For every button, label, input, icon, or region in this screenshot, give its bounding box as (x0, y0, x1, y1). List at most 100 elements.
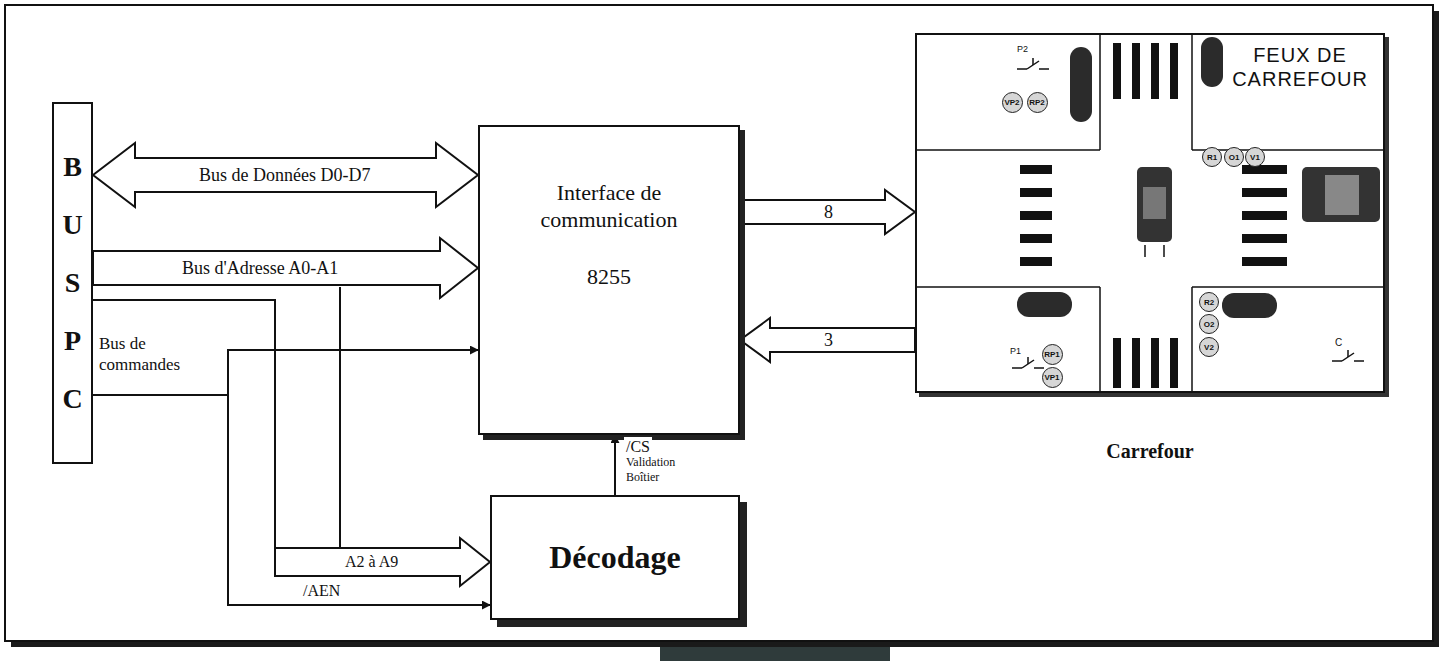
sidewalk-post (1201, 37, 1223, 87)
bus-arrow-outline (93, 143, 478, 207)
light-circle: O1 (1224, 147, 1244, 167)
car (1137, 167, 1172, 242)
road-edge (917, 286, 1100, 288)
node-label: VP2 (1004, 98, 1019, 107)
bus-arrow-outline (275, 538, 490, 586)
node-label: V2 (1204, 343, 1214, 352)
car-detail (1144, 245, 1146, 257)
drawing-stroke (1032, 58, 1034, 65)
road-edge (1099, 35, 1101, 150)
sidewalk-post (1222, 293, 1277, 318)
zebra-bar (1020, 211, 1052, 220)
bottom-bar (660, 647, 890, 661)
light-circle: V2 (1199, 337, 1219, 357)
zebra-bar (1020, 165, 1052, 174)
node-label: RP2 (1029, 98, 1045, 107)
drawing-stroke (1039, 68, 1049, 70)
bus-label: Bus de commandes (97, 333, 226, 375)
node-label: BUS PC (59, 138, 87, 428)
node-label: R2 (1204, 298, 1214, 307)
frame (5, 5, 1433, 641)
push-switch (1012, 357, 1044, 368)
drawing-stroke (1027, 357, 1029, 364)
zebra-bar (1151, 43, 1159, 99)
drawing-stroke (1332, 360, 1342, 362)
sidewalk-post (1070, 47, 1092, 122)
zebra-bar (1242, 211, 1287, 220)
drawing-stroke (1034, 367, 1044, 369)
push-switch (1332, 350, 1364, 361)
bus-label: /AEN (301, 581, 342, 601)
zebra-bar (1132, 338, 1140, 388)
road-edge (1099, 287, 1101, 391)
bus-arrow (740, 318, 915, 362)
bus-arrow (93, 300, 490, 586)
signal-wire (614, 435, 616, 495)
zebra-bar (1242, 234, 1287, 243)
road-edge (1192, 286, 1383, 288)
bus-label: Bus de Données D0-D7 (197, 164, 372, 186)
zebra-bar (1170, 338, 1178, 388)
drawing-stroke (1347, 350, 1349, 357)
decoder-box: Décodage (490, 495, 740, 620)
node-label: V1 (1250, 153, 1260, 162)
road-edge (1192, 149, 1383, 151)
node-label: RP1 (1044, 350, 1060, 359)
light-circle: R1 (1202, 147, 1222, 167)
signal-wire (93, 395, 490, 605)
drawing-stroke (1354, 360, 1364, 362)
car-roof (1143, 187, 1166, 219)
bus-label: 3 (822, 329, 835, 351)
switch-label: C (1333, 336, 1344, 349)
zebra-bar (1242, 165, 1287, 174)
bus-arrow (93, 238, 478, 298)
caption: Carrefour (917, 440, 1383, 463)
bus-arrow (93, 143, 478, 207)
push-switch (1017, 58, 1049, 69)
light-circle: VP2 (1002, 92, 1023, 113)
zebra-bar (1020, 234, 1052, 243)
zebra-bar (1113, 338, 1121, 388)
sidewalk-post (1017, 292, 1072, 317)
signal-note: Validation Boîtier (624, 455, 700, 485)
bus-wire (93, 300, 275, 562)
switch-label: P1 (1008, 345, 1023, 357)
bus-arrow-outline (93, 238, 478, 298)
light-circle: VP1 (1042, 367, 1063, 388)
road-edge (917, 149, 1100, 151)
zebra-bar (1170, 43, 1178, 99)
interface-box: Interface de communication 8255 (478, 125, 740, 435)
zebra-bar (1151, 338, 1159, 388)
node-label: Interface de communication (509, 179, 709, 233)
light-circle: V1 (1245, 147, 1265, 167)
bus-label: A2 à A9 (343, 552, 400, 572)
car-detail (1163, 245, 1165, 257)
bus-wire (339, 287, 341, 550)
crossroad-panel: FEUX DE CARREFOURCarrefourVP2RP2R1O1V1R2… (915, 33, 1385, 393)
bus-label: /CS (624, 437, 652, 457)
light-circle: RP1 (1042, 344, 1063, 365)
zebra-bar (1113, 43, 1121, 99)
node-label: VP1 (1044, 373, 1059, 382)
zebra-bar (1242, 257, 1287, 266)
drawing-stroke (1017, 68, 1027, 70)
node-label: O1 (1229, 153, 1240, 162)
bus-arrow-outline (740, 190, 915, 234)
light-circle: R2 (1199, 292, 1219, 312)
drawing-stroke (1012, 367, 1022, 369)
panel-title: FEUX DE CARREFOUR (1225, 43, 1375, 91)
node-label: Décodage (549, 539, 681, 576)
zebra-bar (1020, 188, 1052, 197)
bus-box: BUS PC (52, 102, 93, 464)
bus-label: 8 (822, 201, 835, 223)
switch-label: P2 (1015, 43, 1030, 55)
light-circle: O2 (1199, 314, 1219, 334)
bus-arrow (740, 190, 915, 234)
car-roof (1325, 175, 1359, 215)
car (1302, 167, 1380, 222)
road-edge (1191, 287, 1193, 391)
node-label: 8255 (509, 263, 709, 290)
signal-line (93, 395, 490, 605)
road-edge (1191, 35, 1193, 150)
bus-arrow-outline (740, 318, 915, 362)
